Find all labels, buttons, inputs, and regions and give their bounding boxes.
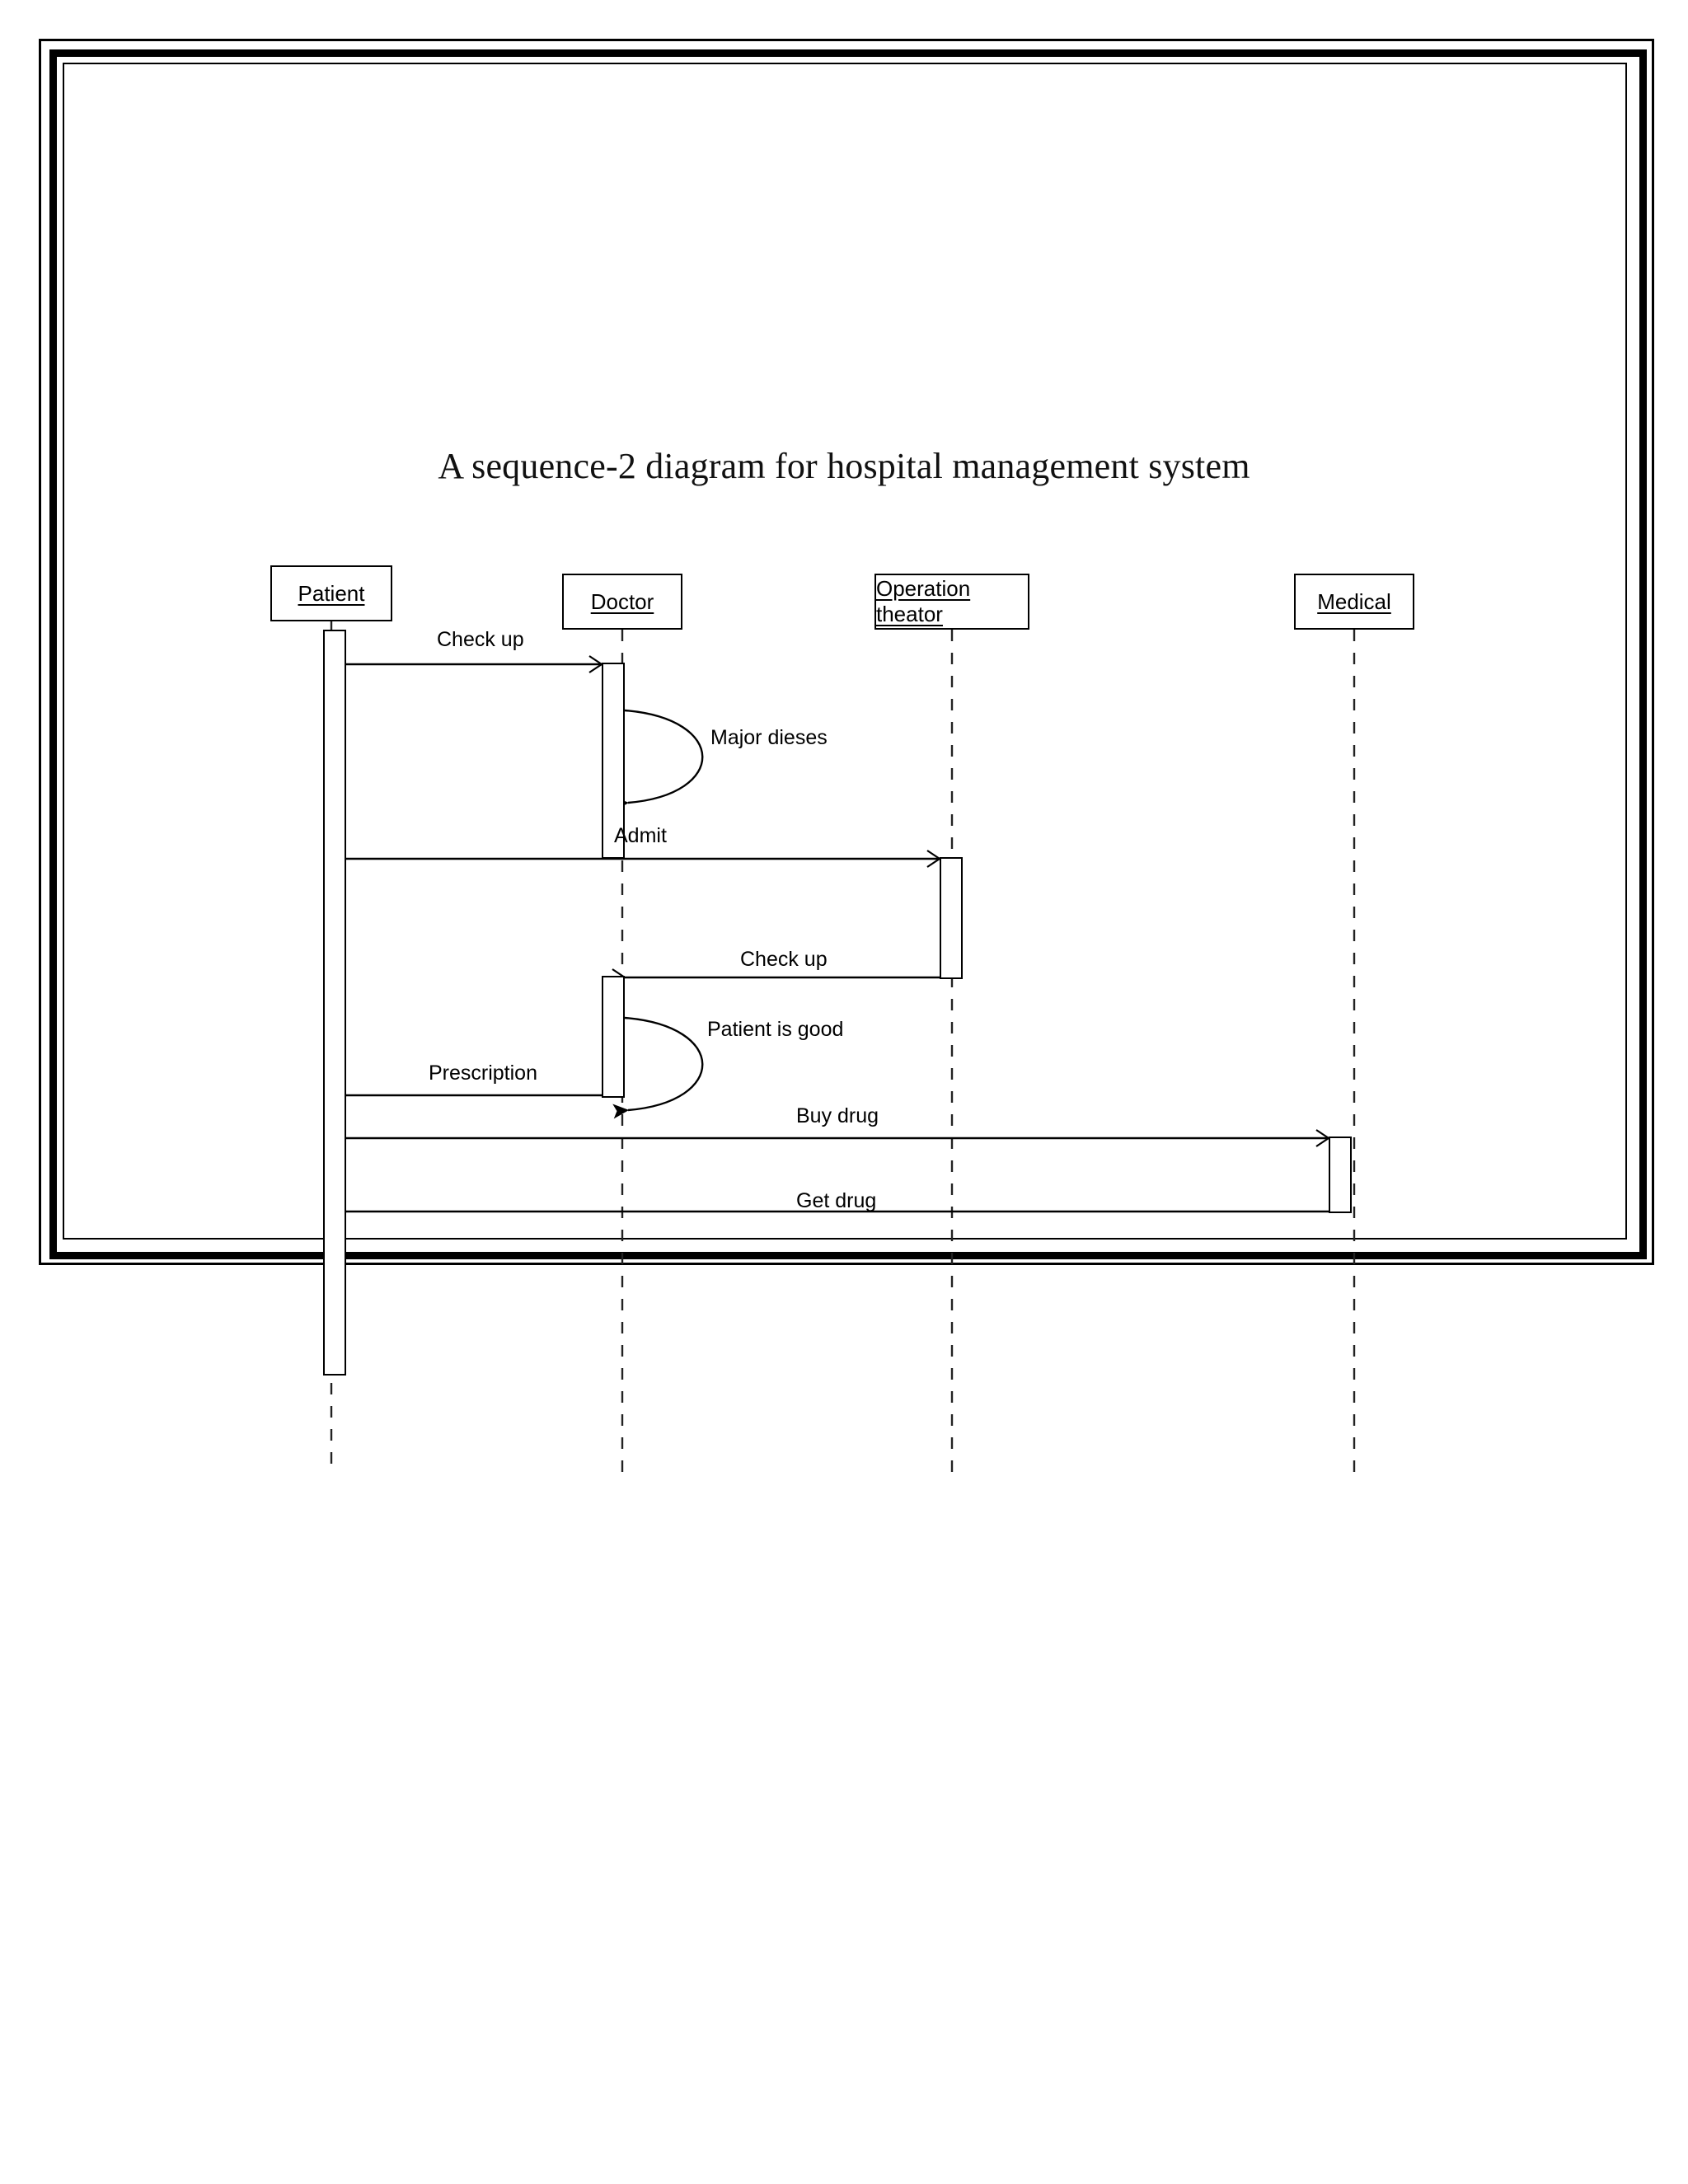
- participant-label-doctor: Doctor: [590, 588, 654, 614]
- message-label-m6: Prescription: [429, 1062, 537, 1085]
- participant-label-medical: Medical: [1317, 588, 1391, 614]
- participant-label-patient: Patient: [298, 580, 365, 606]
- participant-box-operation-theator[interactable]: Operation theator: [874, 574, 1029, 630]
- participant-box-patient[interactable]: Patient: [270, 565, 392, 621]
- message-label-m1: Check up: [437, 628, 524, 651]
- diagram-title: A sequence-2 diagram for hospital manage…: [438, 446, 1250, 486]
- activation-bar-doctor[interactable]: [602, 976, 625, 1098]
- message-label-m7: Buy drug: [796, 1104, 879, 1127]
- message-label-m8: Get drug: [796, 1189, 877, 1212]
- message-label-m2: Major dieses: [710, 726, 828, 749]
- activation-bar-patient[interactable]: [323, 630, 346, 1376]
- page-border-thick: [49, 49, 1647, 1259]
- activation-bar-medical[interactable]: [1329, 1137, 1352, 1213]
- page-border-inner: [63, 63, 1627, 1240]
- participant-box-medical[interactable]: Medical: [1294, 574, 1414, 630]
- message-label-m5: Patient is good: [707, 1018, 844, 1041]
- activation-bar-theater[interactable]: [940, 857, 963, 979]
- page-border-outer: [39, 39, 1654, 1265]
- message-label-m3: Admit: [614, 824, 667, 847]
- participant-label-operation-theator: Operation theator: [876, 576, 971, 626]
- message-label-m4: Check up: [740, 948, 828, 971]
- participant-box-doctor[interactable]: Doctor: [562, 574, 682, 630]
- activation-bar-doctor[interactable]: [602, 663, 625, 859]
